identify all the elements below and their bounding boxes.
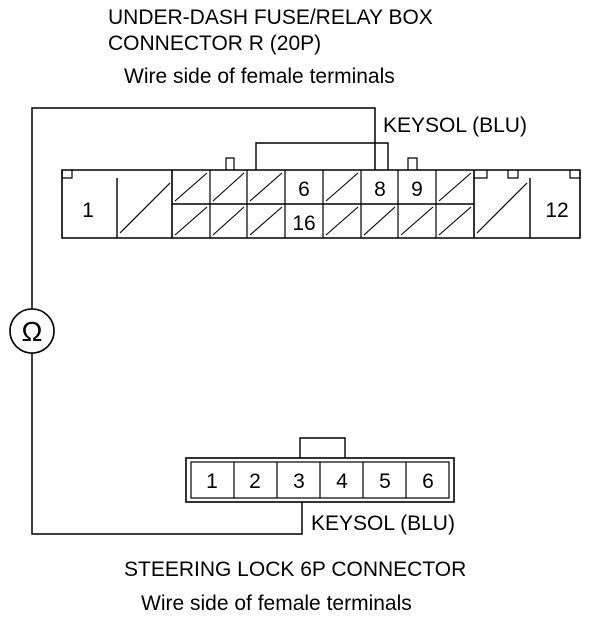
- pin-16-label: 16: [292, 212, 315, 235]
- bottom-pin-2-label: 2: [249, 470, 261, 493]
- bottom-connector-title: STEERING LOCK 6P CONNECTOR: [124, 558, 466, 581]
- top-connector-subtitle: Wire side of female terminals: [124, 65, 395, 88]
- bottom-pin-1-label: 1: [206, 470, 218, 493]
- bottom-pin-5-label: 5: [379, 470, 391, 493]
- bottom-pin-4-label: 4: [336, 470, 348, 493]
- pin-1-label: 1: [82, 199, 94, 222]
- test-lead-bottom: [31, 353, 303, 535]
- bottom-wire-label: KEYSOL (BLU): [311, 512, 455, 535]
- top-wire-label: KEYSOL (BLU): [383, 114, 527, 137]
- bottom-pin-6-label: 6: [422, 470, 434, 493]
- pin-12-label: 12: [545, 199, 568, 222]
- pin-8-label: 8: [374, 178, 386, 201]
- top-connector-title-line2: CONNECTOR R (20P): [108, 32, 321, 55]
- ohm-symbol: Ω: [22, 316, 43, 347]
- test-lead-top: [31, 107, 376, 309]
- bottom-pin-3-label: 3: [293, 470, 305, 493]
- connector-6p: 1 2 3 4 5 6: [185, 437, 455, 503]
- bottom-connector-subtitle: Wire side of female terminals: [141, 592, 412, 615]
- pin-6-label: 6: [298, 178, 310, 201]
- pin-9-label: 9: [411, 178, 423, 201]
- connector-20p: 1 12 6 8 9 16: [61, 142, 581, 239]
- top-connector-title-line1: UNDER-DASH FUSE/RELAY BOX: [108, 6, 433, 29]
- ohmmeter-icon: Ω: [9, 308, 55, 354]
